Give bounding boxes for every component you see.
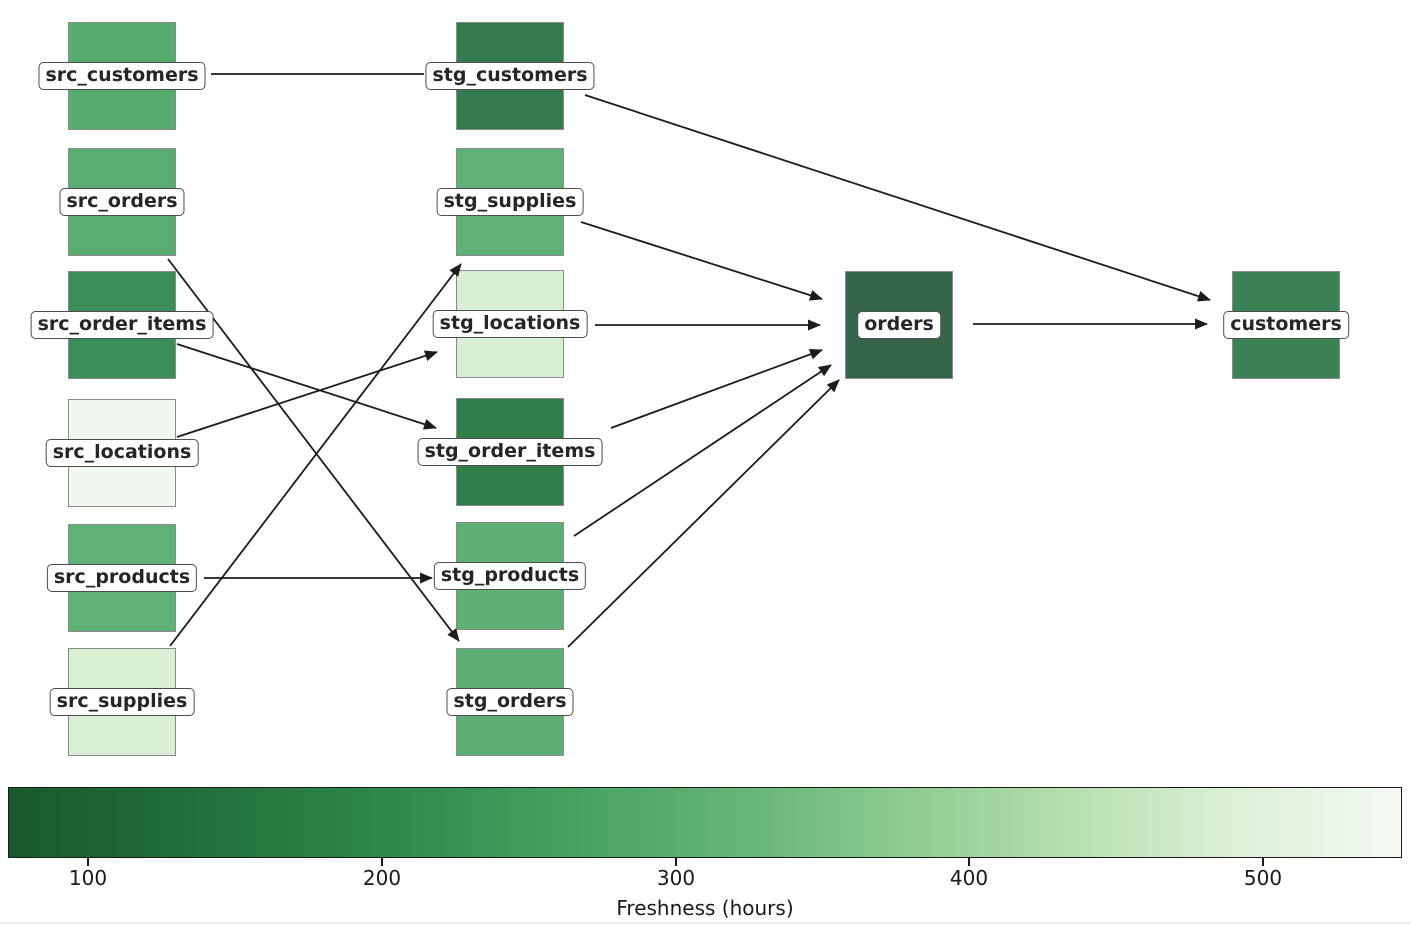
node-label-src_locations: src_locations [45, 439, 199, 467]
node-label-src_customers: src_customers [38, 62, 206, 90]
node-label-stg_products: stg_products [433, 562, 587, 590]
colorbar-tick-100 [87, 858, 89, 866]
edge-stg_customers-to-customers [584, 94, 1211, 302]
edge-stg_supplies-to-orders [580, 221, 823, 301]
edge-stg_orders-to-orders [567, 379, 840, 648]
node-label-src_orders: src_orders [59, 188, 185, 216]
colorbar-tick-300 [675, 858, 677, 866]
node-label-orders: orders [857, 311, 941, 339]
edge-src_locations-to-stg_locations [176, 350, 438, 438]
edge-src_supplies-to-stg_supplies [169, 263, 462, 647]
edge-stg_products-to-orders [573, 364, 832, 537]
colorbar-tick-500 [1262, 858, 1264, 866]
colorbar-gradient [8, 787, 1402, 858]
node-label-stg_supplies: stg_supplies [436, 188, 584, 216]
node-label-stg_locations: stg_locations [432, 310, 588, 338]
colorbar-tick-200 [381, 858, 383, 866]
colorbar-tick-label-400: 400 [949, 866, 989, 890]
colorbar-tick-label-300: 300 [656, 866, 696, 890]
node-label-src_supplies: src_supplies [49, 688, 195, 716]
node-label-stg_order_items: stg_order_items [417, 438, 603, 466]
node-label-src_products: src_products [46, 564, 198, 592]
colorbar-tick-label-500: 500 [1243, 866, 1283, 890]
edge-stg_order_items-to-orders [610, 349, 823, 429]
node-label-src_order_items: src_order_items [30, 311, 214, 339]
edge-src_order_items-to-stg_order_items [176, 343, 437, 430]
colorbar-tick-400 [968, 858, 970, 866]
figure-bottom-edge [0, 922, 1410, 924]
colorbar-tick-label-100: 100 [68, 866, 108, 890]
node-label-customers: customers [1223, 311, 1349, 339]
colorbar-tick-label-200: 200 [362, 866, 402, 890]
node-label-stg_orders: stg_orders [446, 688, 574, 716]
freshness-axis-label: Freshness (hours) [616, 896, 794, 920]
node-label-stg_customers: stg_customers [425, 62, 595, 90]
